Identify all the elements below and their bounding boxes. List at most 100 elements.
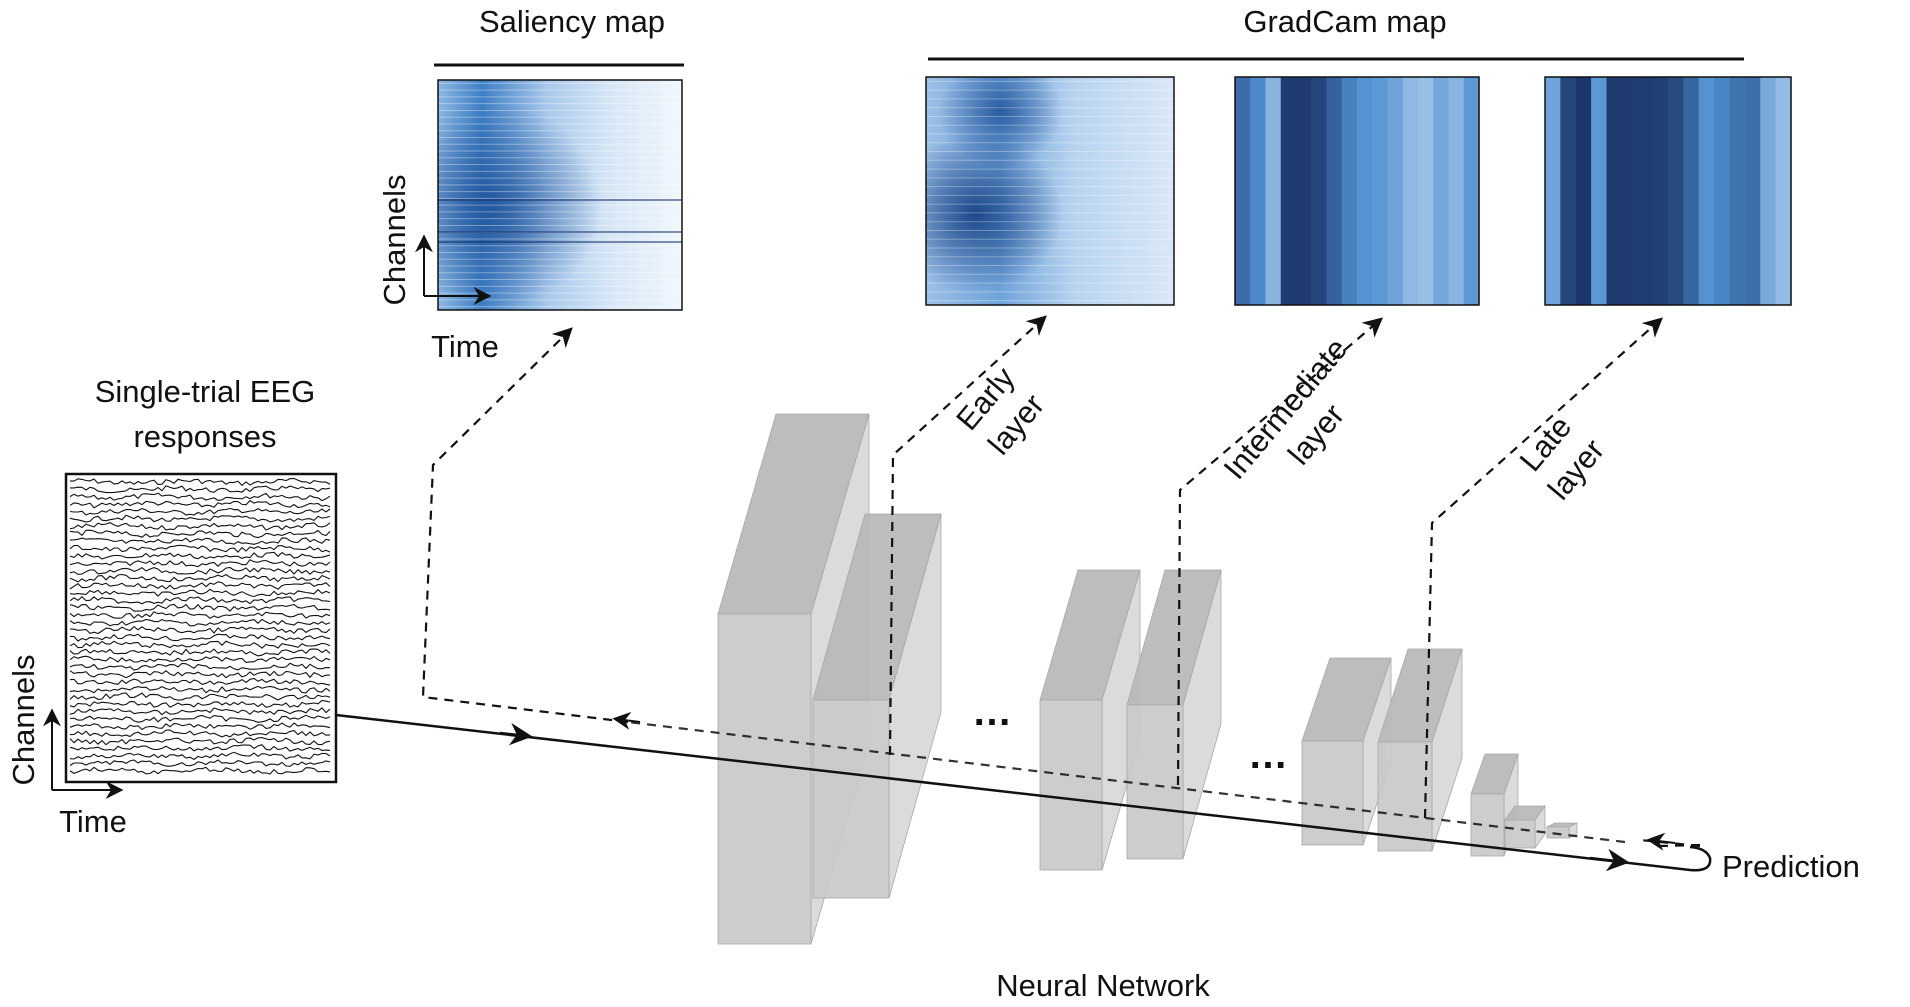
gradcam-band <box>1744 77 1761 305</box>
gradcam-band <box>1448 77 1465 305</box>
eeg-trace <box>69 625 331 635</box>
gradcam-early-layer-map <box>925 76 1175 306</box>
gradcam-band <box>1729 77 1746 305</box>
nn-block-front <box>1377 741 1433 852</box>
eeg-trace <box>69 648 331 657</box>
early-layer-label: Early layer <box>949 360 1051 461</box>
eeg-trace <box>69 707 331 716</box>
intermediate-layer-link <box>1176 317 1384 786</box>
gradcam-band <box>1760 77 1777 305</box>
eeg-trace <box>69 521 331 531</box>
eeg-trace <box>69 477 331 487</box>
eeg-trace <box>69 751 331 761</box>
eeg-trace <box>69 603 331 612</box>
eeg-trace <box>69 685 331 694</box>
gradcam-band <box>1652 77 1669 305</box>
eeg-trace <box>69 677 331 686</box>
eeg-trace <box>69 722 331 731</box>
eeg-trace <box>69 611 331 619</box>
eeg-title-line1: Single-trial EEG <box>95 374 316 409</box>
eeg-trace <box>69 766 331 775</box>
gradcam-band <box>1296 77 1312 305</box>
saliency-map-title: Saliency map <box>479 4 665 39</box>
gradcam-band <box>1683 77 1700 305</box>
eeg-trace <box>69 581 331 590</box>
eeg-trace <box>69 588 331 598</box>
saliency-axis-channels: Channels <box>377 175 412 306</box>
gradcam-band <box>1545 77 1561 305</box>
neural-network-blocks <box>717 413 1578 945</box>
neural-network-label: Neural Network <box>996 968 1210 1003</box>
early-layer-link <box>888 315 1047 756</box>
eeg-trace <box>69 744 331 752</box>
nn-block-front <box>1546 826 1570 839</box>
late-layer-link <box>1423 317 1663 819</box>
gradcam-band <box>1418 77 1434 305</box>
gradcam-band <box>1250 77 1267 305</box>
forward-path <box>335 713 1712 872</box>
eeg-trace <box>69 544 331 553</box>
eeg-trace <box>69 492 331 502</box>
gradcam-band <box>1280 77 1297 305</box>
eeg-trace <box>69 633 331 642</box>
gradcam-band <box>1311 77 1328 305</box>
gradcam-band <box>1714 77 1731 305</box>
eeg-trace <box>69 714 331 723</box>
eeg-trace <box>69 640 331 649</box>
saliency-axis-time: Time <box>431 329 499 364</box>
eeg-trace <box>69 595 331 605</box>
gradcam-band <box>1591 77 1608 305</box>
gradcam-band <box>1668 77 1684 305</box>
eeg-trace <box>69 729 331 738</box>
eeg-trace <box>69 537 331 545</box>
eeg-trace <box>69 559 331 568</box>
nn-block-front <box>1126 704 1184 860</box>
eeg-axes <box>43 708 124 799</box>
gradcam-band <box>1357 77 1373 305</box>
eeg-trace <box>69 573 331 583</box>
eeg-trace <box>69 662 331 671</box>
eeg-trace <box>69 507 331 516</box>
gradcam-band <box>1326 77 1343 305</box>
eeg-title-line2: responses <box>133 419 276 454</box>
gradcam-band <box>1575 77 1592 305</box>
gradcam-band <box>1433 77 1450 305</box>
eeg-trace <box>69 551 331 560</box>
saliency-map-heatmap <box>437 79 683 311</box>
eeg-axis-channels: Channels <box>6 655 41 786</box>
eeg-trace <box>69 655 331 663</box>
eeg-trace <box>69 759 331 767</box>
gradcam-map-title: GradCam map <box>1243 4 1446 39</box>
gradcam-band <box>1372 77 1389 305</box>
gradcam-late-layer-map <box>1544 76 1792 306</box>
eeg-trace <box>69 514 331 523</box>
gradcam-band <box>1402 77 1419 305</box>
nn-block-front <box>1039 699 1103 871</box>
gradcam-intermediate-layer-map <box>1234 76 1480 306</box>
eeg-trace <box>69 737 331 746</box>
eeg-axis-time: Time <box>59 804 127 839</box>
gradcam-band <box>1387 77 1404 305</box>
ellipsis-2: … <box>1248 733 1288 777</box>
intermediate-layer-label: Intermediate layer <box>1217 331 1355 486</box>
gradcam-band <box>1560 77 1577 305</box>
eeg-trace <box>69 670 331 679</box>
nn-block-front <box>1504 819 1536 849</box>
saliency-axes <box>415 234 492 305</box>
eeg-trace <box>69 499 331 509</box>
gradcam-band <box>1463 77 1480 305</box>
eeg-trace <box>69 618 331 627</box>
ellipsis-1: … <box>972 690 1012 734</box>
backward-dashed-line <box>627 720 1626 844</box>
gradcam-band <box>1606 77 1623 305</box>
eeg-trace <box>69 566 331 575</box>
eeg-trace <box>69 692 331 701</box>
gradcam-band <box>1621 77 1638 305</box>
nn-block-front <box>717 613 812 945</box>
gradcam-band <box>1775 77 1792 305</box>
gradcam-band <box>1341 77 1358 305</box>
gradcam-band <box>1235 77 1251 305</box>
backward-path-arrowheads <box>612 711 1701 851</box>
eeg-trace <box>69 699 331 708</box>
